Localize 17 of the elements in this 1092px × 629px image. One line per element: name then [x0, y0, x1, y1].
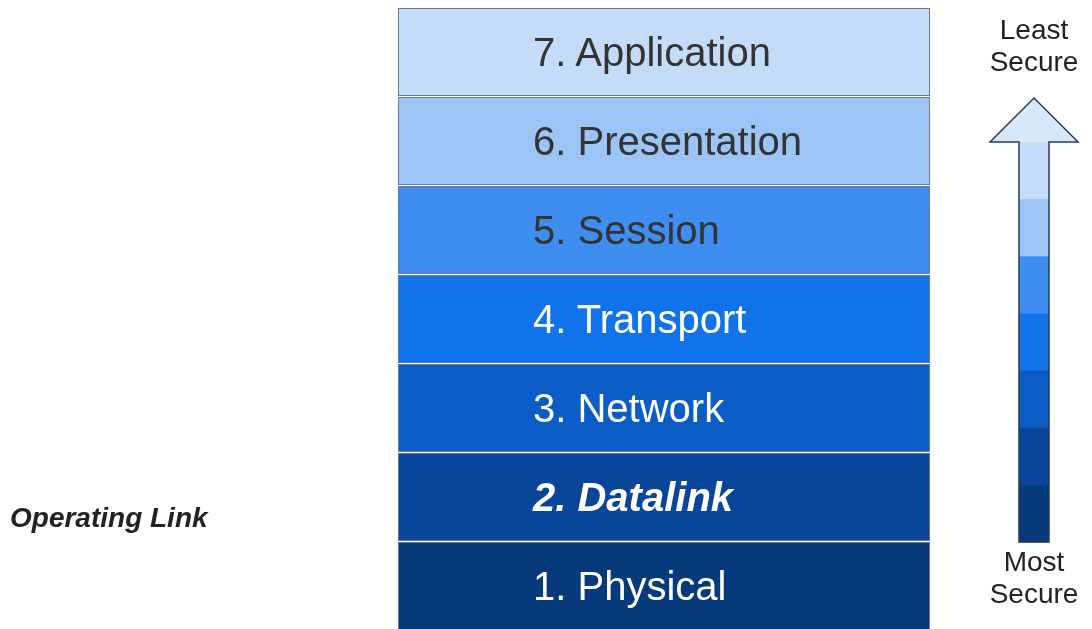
layer-label: 1. Physical	[533, 563, 727, 609]
layer-label: 6. Presentation	[533, 118, 803, 164]
layer-box	[398, 364, 930, 452]
layer-box	[398, 275, 930, 363]
layer-label: 5. Session	[533, 207, 720, 253]
scale-label: Least Secure	[988, 14, 1080, 78]
scale-label: Most Secure	[988, 546, 1080, 610]
layer-label: 2. Datalink	[533, 474, 734, 520]
layer-box	[398, 542, 930, 629]
layer-box	[398, 97, 930, 185]
layer-label: 3. Network	[533, 385, 725, 431]
layer-box	[398, 186, 930, 274]
layer-label: 7. Application	[533, 29, 771, 75]
layer-label: 4. Transport	[533, 296, 747, 342]
layer-box	[398, 8, 930, 96]
side-note: Operating Link	[10, 502, 210, 534]
layer-box	[398, 453, 930, 541]
